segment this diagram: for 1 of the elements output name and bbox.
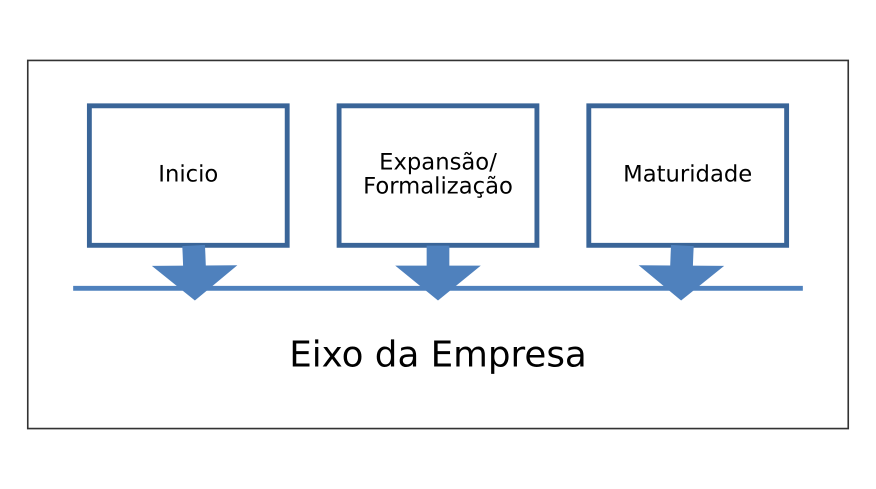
label: Eixo da Empresa: [289, 334, 587, 376]
